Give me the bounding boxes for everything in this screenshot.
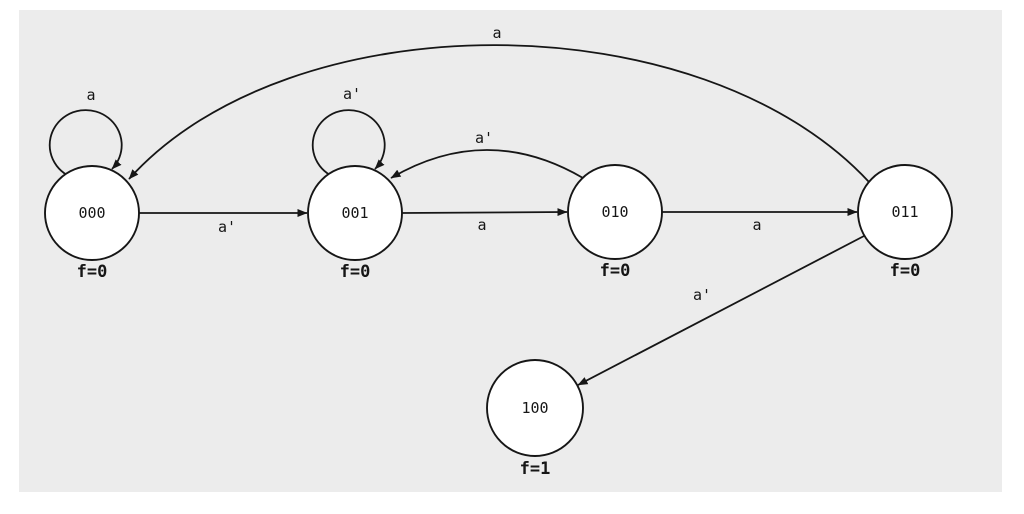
state-output-001: f=0 (340, 262, 371, 282)
state-output-011: f=0 (890, 261, 921, 281)
state-000: 000 f=0 (44, 165, 140, 282)
transition-arrow-011-000 (128, 44, 870, 183)
state-011: 011 f=0 (857, 164, 953, 281)
state-label-010: 010 (601, 203, 628, 221)
state-circle-000 (44, 165, 140, 261)
state-100: 100 f=1 (486, 359, 584, 479)
transition-label-001-001: a' (343, 85, 361, 103)
transition-label-000-000: a (86, 86, 95, 104)
transition-label-000-001: a' (218, 218, 236, 236)
transition-arrow-001-010 (401, 208, 568, 217)
transition-arrow-010-001 (390, 149, 584, 179)
state-circle-001 (307, 165, 403, 261)
state-output-000: f=0 (77, 262, 108, 282)
transition-label-011-100: a' (693, 286, 711, 304)
state-circle-100 (486, 359, 584, 457)
state-label-000: 000 (78, 204, 105, 222)
transition-arrow-011-100 (577, 235, 865, 386)
transition-label-010-011: a (752, 216, 761, 234)
state-010: 010 f=0 (567, 164, 663, 281)
transition-arrow-001-001 (311, 109, 386, 176)
transition-label-010-001: a' (475, 129, 493, 147)
state-circle-011 (857, 164, 953, 260)
state-label-001: 001 (341, 204, 368, 222)
transition-label-011-000: a (492, 24, 501, 42)
state-circle-010 (567, 164, 663, 260)
state-001: 001 f=0 (307, 165, 403, 282)
state-output-100: f=1 (520, 459, 551, 479)
state-output-010: f=0 (600, 261, 631, 281)
transition-arrow-000-000 (48, 109, 123, 176)
state-label-100: 100 (521, 399, 548, 417)
transition-label-001-010: a (477, 216, 486, 234)
state-label-011: 011 (891, 203, 918, 221)
